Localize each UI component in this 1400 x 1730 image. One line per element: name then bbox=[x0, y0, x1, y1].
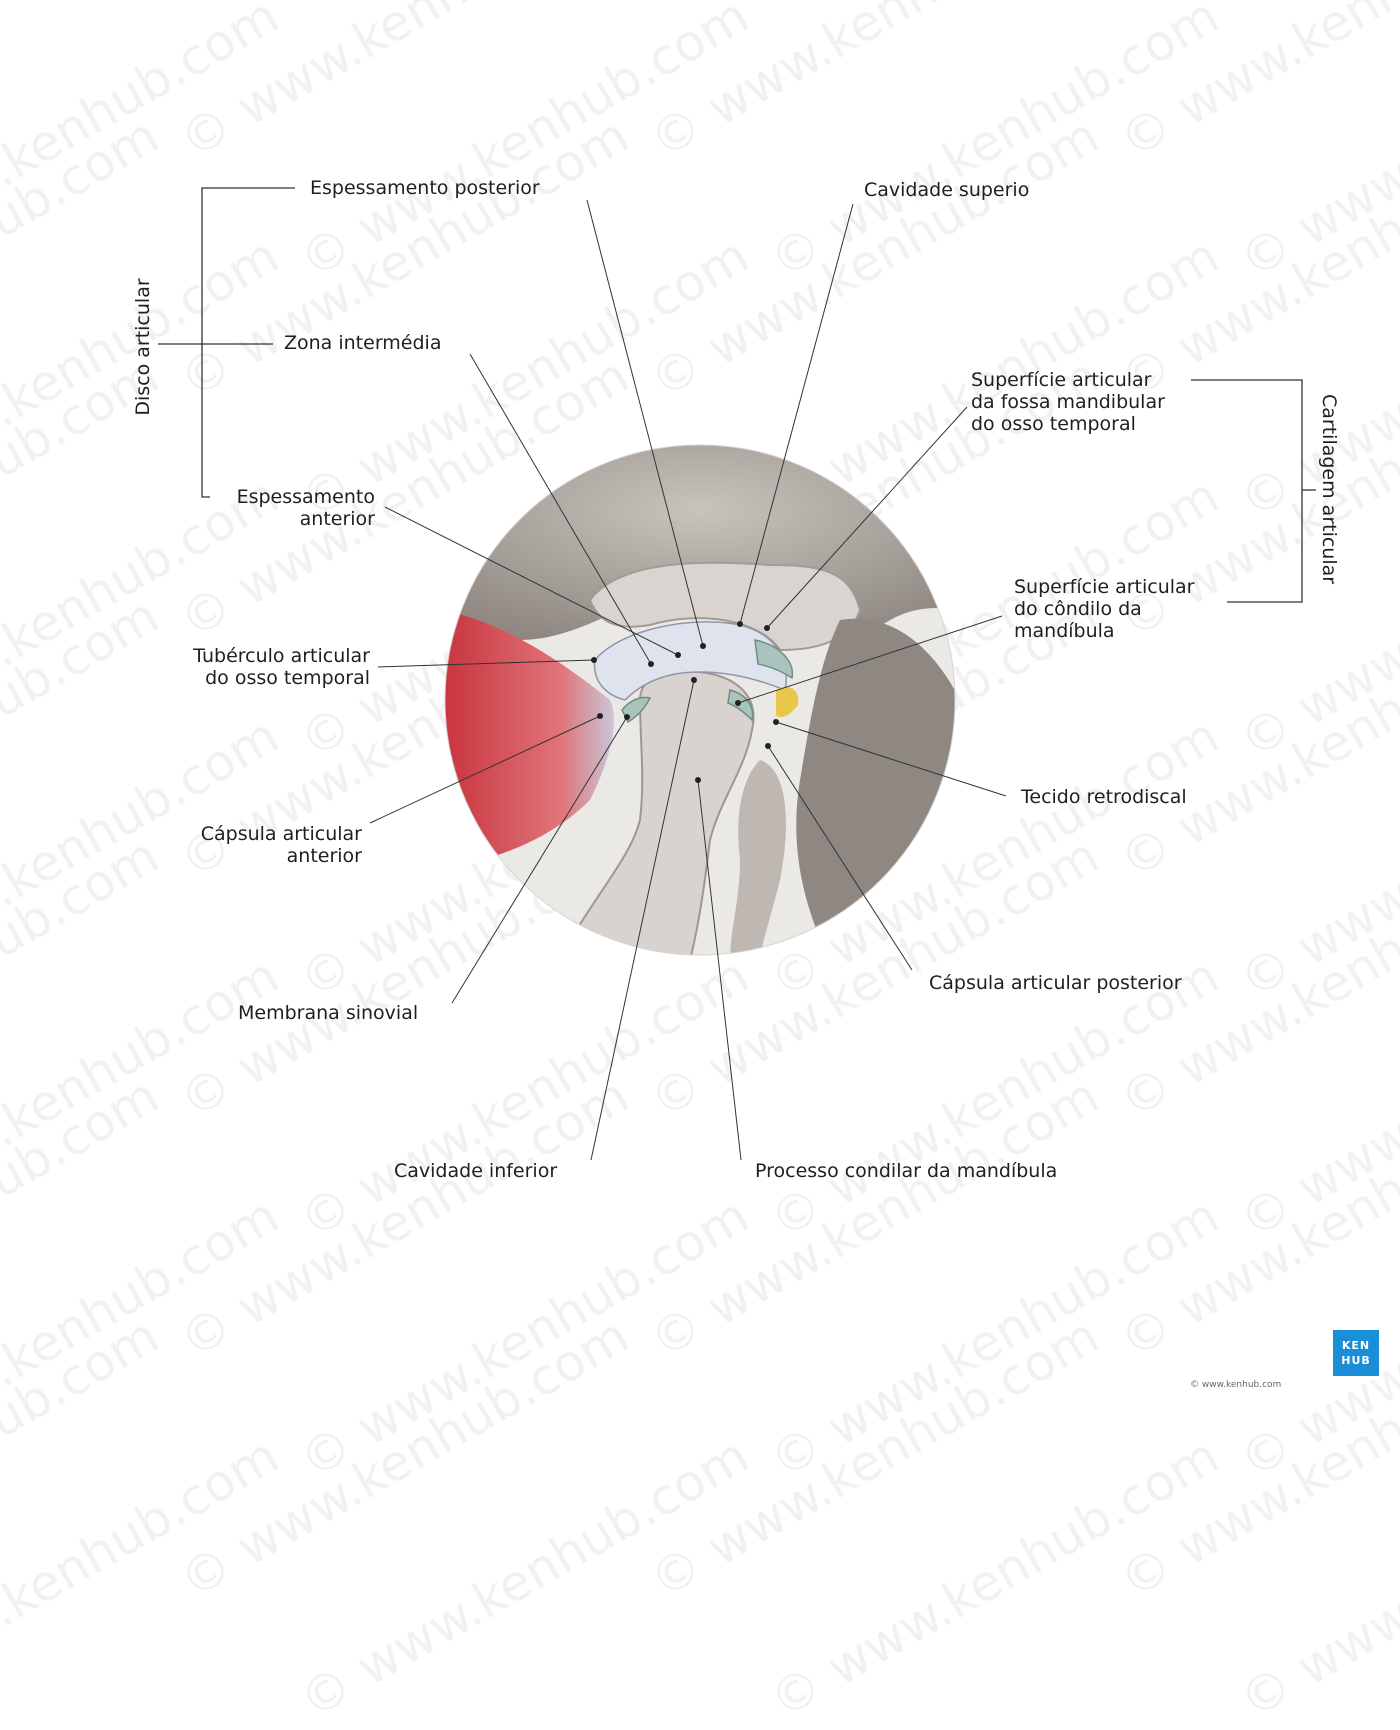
group-label-disco-articular: Disco articular bbox=[132, 278, 154, 416]
label-superficie-fossa: Superfície articular da fossa mandibular… bbox=[971, 369, 1165, 435]
leader-capsula-anterior bbox=[369, 715, 601, 824]
label-zona-intermedia: Zona intermédia bbox=[284, 332, 442, 354]
fossa-cartilage bbox=[754, 639, 794, 680]
illustration-border bbox=[444, 444, 956, 956]
styloid-process bbox=[730, 760, 786, 955]
label-espessamento-anterior: Espessamento anterior bbox=[236, 486, 375, 530]
copyright-text: © www.kenhub.com bbox=[1190, 1380, 1282, 1390]
leader-superficie-fossa bbox=[766, 406, 968, 629]
watermark-text: © www.kenhub.com bbox=[290, 1426, 759, 1730]
leader-tecido-retrodiscal bbox=[775, 721, 1007, 797]
bracket-cartilagem-articular bbox=[1191, 379, 1316, 603]
leader-espessamento-posterior bbox=[586, 199, 704, 647]
label-processo-condilar: Processo condilar da mandíbula bbox=[755, 1160, 1058, 1182]
label-tuberculo: Tubérculo articular do osso temporal bbox=[193, 645, 370, 689]
illustration bbox=[158, 187, 1316, 1161]
label-tecido-retrodiscal: Tecido retrodiscal bbox=[1021, 786, 1187, 808]
watermark-text: © www.kenhub.com bbox=[0, 1426, 289, 1730]
articular-disc bbox=[593, 621, 787, 701]
kenhub-logo: KEN HUB bbox=[1333, 1330, 1379, 1376]
leader-cavidade-superio bbox=[739, 203, 854, 625]
label-cavidade-superio: Cavidade superio bbox=[864, 179, 1030, 201]
joint-illustration bbox=[445, 445, 955, 955]
leader-tuberculo bbox=[377, 659, 595, 668]
watermark-text: © www.kenhub.com bbox=[760, 1426, 1229, 1730]
condyle-cartilage-back bbox=[727, 689, 754, 722]
label-membrana-sinovial: Membrana sinovial bbox=[238, 1002, 419, 1024]
pointer-dots bbox=[591, 621, 779, 783]
leader-processo-condilar bbox=[697, 779, 742, 1161]
leader-cavidade-inferior bbox=[590, 679, 695, 1161]
retrodiscal-fat bbox=[776, 686, 799, 717]
group-label-cartilagem-articular: Cartilagem articular bbox=[1318, 394, 1340, 585]
label-superficie-condilo: Superfície articular do côndilo da mandí… bbox=[1014, 576, 1195, 642]
label-capsula-posterior: Cápsula articular posterior bbox=[929, 972, 1182, 994]
watermark-text: © www.kenhub.com bbox=[1230, 1426, 1400, 1730]
leader-zona-intermedia bbox=[469, 353, 652, 665]
label-cavidade-inferior: Cavidade inferior bbox=[394, 1160, 558, 1182]
leader-membrana-sinovial bbox=[451, 716, 628, 1004]
leader-espessamento-anterior bbox=[384, 506, 679, 656]
leader-capsula-posterior bbox=[767, 745, 913, 971]
bracket-disco-articular bbox=[158, 187, 295, 498]
leader-superficie-condilo bbox=[737, 615, 1003, 704]
leader-lines bbox=[369, 199, 1007, 1161]
label-capsula-anterior: Cápsula articular anterior bbox=[200, 823, 362, 867]
label-espessamento-posterior: Espessamento posterior bbox=[310, 177, 540, 199]
lateral-pterygoid-muscle bbox=[445, 610, 614, 860]
